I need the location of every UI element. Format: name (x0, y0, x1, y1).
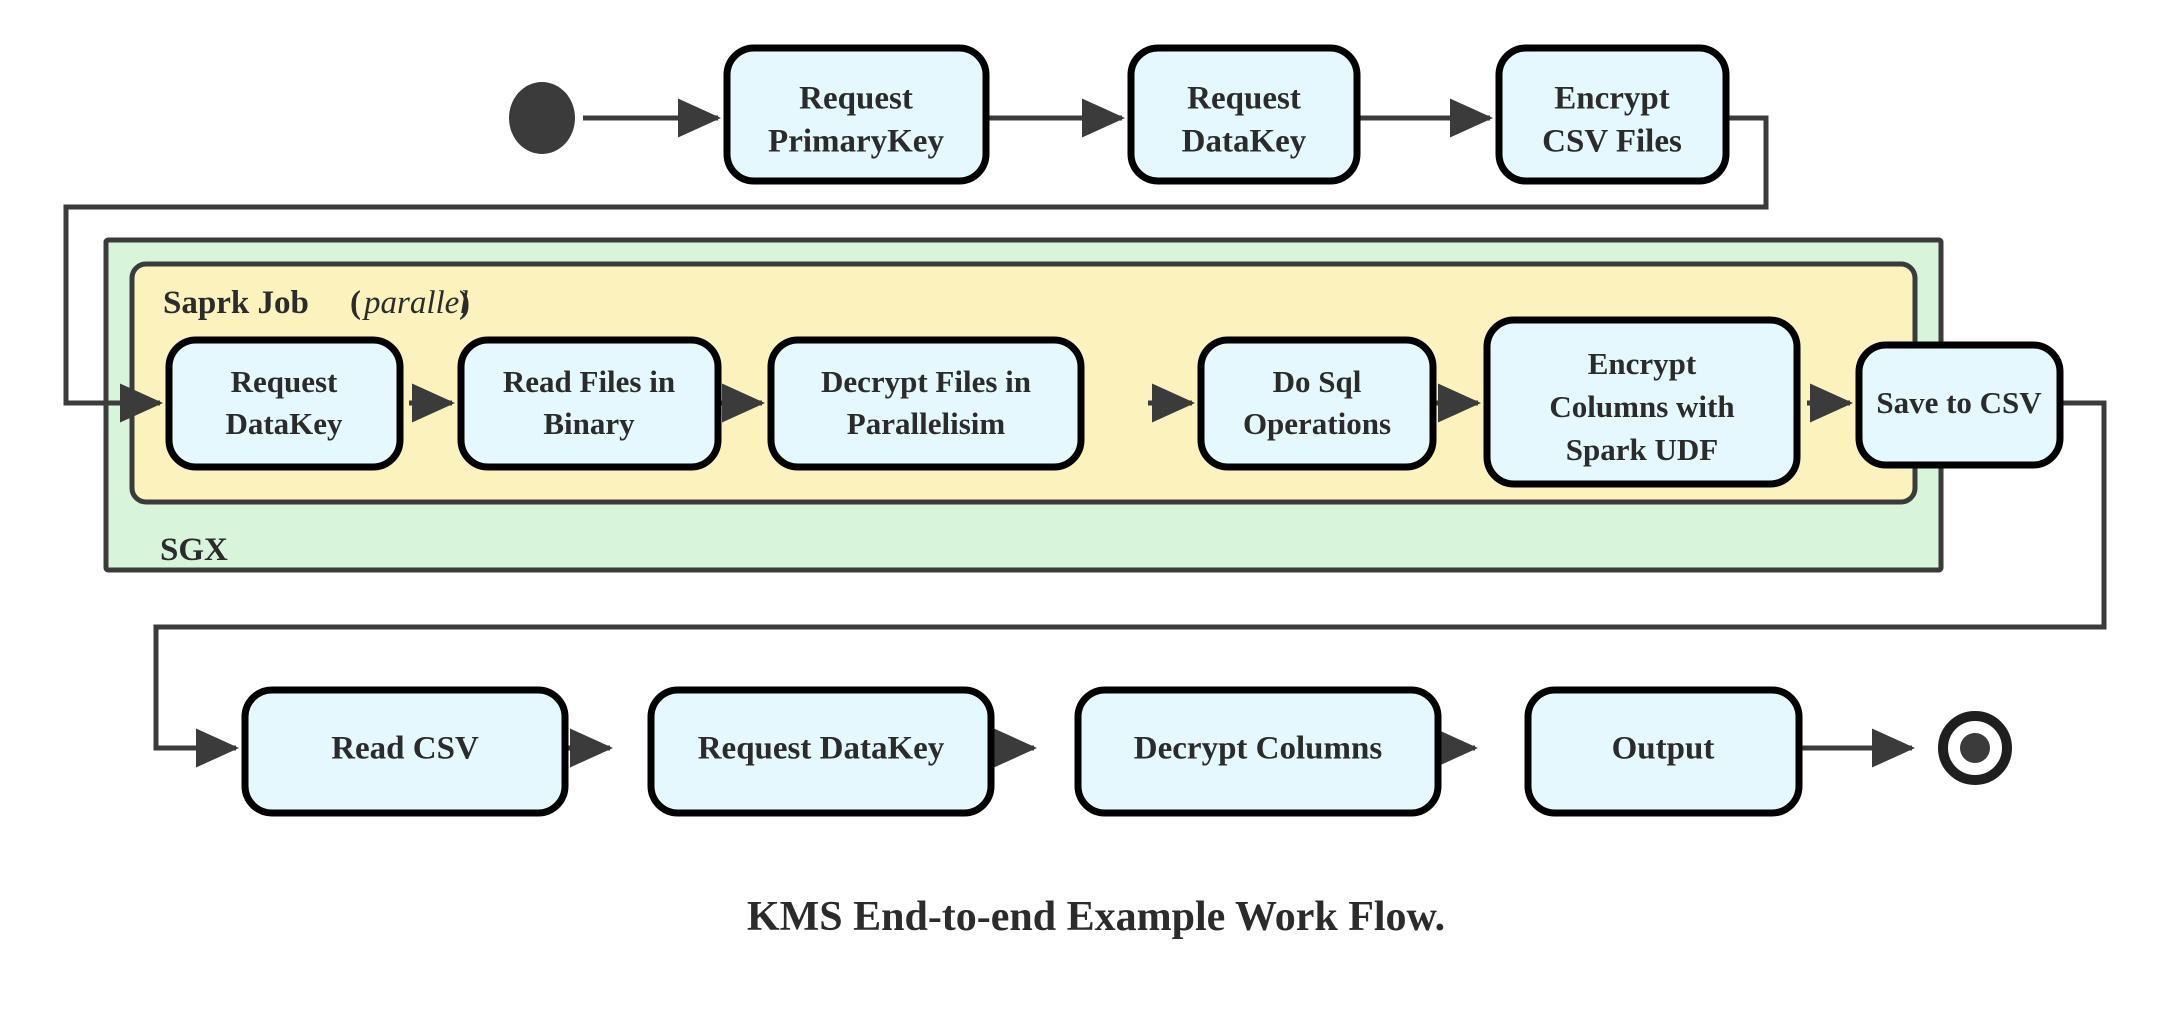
node-label-line: Spark UDF (1566, 432, 1718, 467)
node-decrypt-columns[interactable]: Decrypt Columns (1074, 686, 1442, 817)
node-label-line: Request (1187, 81, 1301, 117)
node-label-line: Operations (1243, 406, 1391, 441)
node-label-line: DataKey (225, 406, 343, 441)
node-decrypt-files-in-parallelisim[interactable]: Decrypt Files in Parallelisim (767, 336, 1085, 471)
node-read-files-in-binary[interactable]: Read Files in Binary (457, 336, 722, 471)
node-label-line: Request DataKey (698, 731, 945, 767)
node-request-datakey-top[interactable]: Request DataKey (1127, 44, 1361, 185)
node-label-line: Parallelisim (847, 406, 1006, 441)
spark-job-modifier-word: parallel (362, 285, 469, 321)
node-label-line: Request (799, 81, 913, 117)
node-label-line: Encrypt (1588, 346, 1697, 381)
node-request-datakey-bottom[interactable]: Request DataKey (647, 686, 995, 817)
node-label-line: Decrypt Columns (1134, 731, 1383, 767)
diagram-caption: KMS End-to-end Example Work Flow. (747, 894, 1445, 940)
node-label-line: Read CSV (331, 731, 479, 767)
spark-job-modifier-open: ( (350, 285, 361, 321)
node-save-to-csv[interactable]: Save to CSV (1855, 341, 2064, 469)
node-label-line: Decrypt Files in (821, 364, 1031, 399)
node-label-line: Request (231, 364, 338, 399)
spark-job-label: Saprk Job (163, 285, 309, 321)
node-label-line: Read Files in (503, 364, 675, 399)
spark-job-modifier-close: ) (459, 285, 470, 321)
sgx-label: SGX (160, 532, 228, 568)
node-encrypt-csv-files[interactable]: Encrypt CSV Files (1495, 44, 1730, 185)
node-label-line: PrimaryKey (768, 124, 944, 160)
node-label-line: Binary (543, 406, 635, 441)
node-label-line: CSV Files (1542, 124, 1682, 160)
node-label-line: Output (1612, 731, 1715, 767)
end-node (1938, 711, 2012, 785)
node-request-datakey-spark[interactable]: Request DataKey (165, 336, 404, 471)
node-label-line: Do Sql (1273, 364, 1362, 399)
node-label-line: Columns with (1549, 389, 1734, 424)
edge-layer (63, 98, 2107, 768)
node-do-sql-operations[interactable]: Do Sql Operations (1197, 336, 1437, 471)
node-output[interactable]: Output (1524, 686, 1803, 817)
start-node (509, 82, 575, 154)
edge-encrypt-csv-files-to-request-datakey-spark (63, 115, 1769, 423)
node-encrypt-columns-with-spark-udf[interactable]: Encrypt Columns with Spark UDF (1483, 316, 1801, 488)
edge-save-to-csv-to-read-csv (153, 400, 2107, 768)
node-label-line: Save to CSV (1876, 385, 2042, 420)
node-label-line: Encrypt (1554, 81, 1670, 117)
node-request-primarykey[interactable]: Request PrimaryKey (723, 44, 990, 185)
node-label-line: DataKey (1182, 124, 1307, 160)
node-read-csv[interactable]: Read CSV (241, 686, 569, 817)
